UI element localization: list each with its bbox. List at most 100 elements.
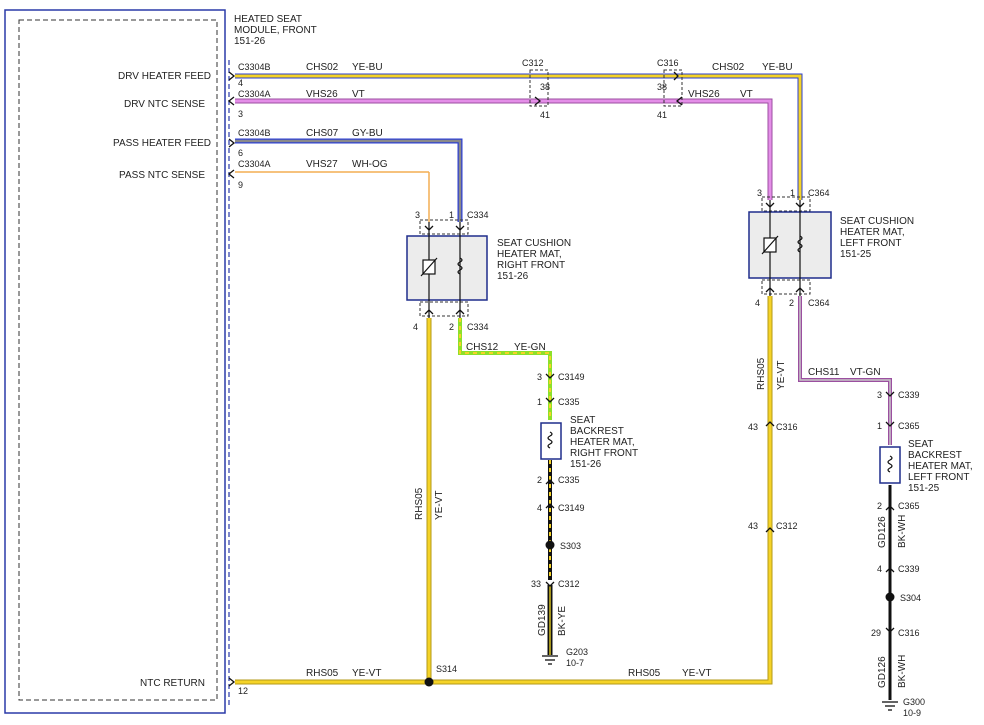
pin-arrow (227, 96, 235, 106)
component-label: SEAT (908, 439, 933, 450)
pin-label: 1 (537, 397, 542, 407)
wire-color: YE-VT (776, 361, 787, 390)
pin-label: 4 (537, 503, 542, 513)
ground-g300-icon (882, 701, 898, 711)
pin-6: 6 (238, 148, 243, 158)
conn-label: C312 (522, 58, 544, 68)
wire-circuit: CHS11 (808, 367, 840, 378)
component-label: 151-26 (497, 271, 529, 282)
wire-color: VT (352, 89, 365, 100)
conn-label: C312 (776, 521, 798, 531)
splice-label-s314: S314 (436, 664, 457, 674)
wire-color: YE-BU (352, 62, 383, 73)
wire-color: YE-BU (762, 62, 793, 73)
module-inner-dashed (18, 19, 218, 701)
component-label: RIGHT FRONT (497, 260, 565, 271)
wire-circuit: RHS05 (756, 357, 767, 390)
splice-s304-dot (885, 592, 895, 602)
wire-circuit: CHS02 (712, 62, 745, 73)
heater-element-icon (547, 431, 553, 449)
component-label: RIGHT FRONT (570, 448, 638, 459)
pin-label: 1 (877, 421, 882, 431)
pin-label: 38 (540, 82, 550, 92)
c312-inline (529, 69, 549, 107)
conn-label: C339 (898, 390, 920, 400)
cushion-left-connector-top (761, 196, 811, 212)
wire-circuit: CHS07 (306, 128, 339, 139)
pin-label: 29 (871, 628, 881, 638)
splice-label-s304: S304 (900, 593, 921, 603)
pin-label: 1 (449, 210, 454, 220)
component-label: SEAT CUSHION (497, 238, 571, 249)
component-label: HEATER MAT, (497, 249, 562, 260)
pin-label: 3 (537, 372, 542, 382)
wire-circuit: RHS05 (306, 668, 339, 679)
pin-label-drv-heater-feed: DRV HEATER FEED (118, 71, 211, 82)
conn-label: C365 (898, 501, 920, 511)
wire-circuit: GD126 (877, 656, 888, 688)
wire-drv-heater-feed (235, 73, 803, 200)
ground-page-g203: 10-7 (566, 658, 584, 668)
wire-circuit: RHS05 (628, 668, 661, 679)
wire-circuit: VHS27 (306, 159, 338, 170)
component-label: HEATER MAT, (908, 461, 973, 472)
component-label: 151-25 (840, 249, 872, 260)
wire-circuit: CHS12 (466, 342, 499, 353)
wire-color: BK-YE (557, 606, 568, 636)
pin-arrow (228, 138, 236, 148)
pin-12: 12 (238, 686, 248, 696)
component-label: HEATER MAT, (570, 437, 635, 448)
pin-label-pass-ntc-sense: PASS NTC SENSE (119, 170, 205, 181)
conn-c3304a-2: C3304A (238, 159, 271, 169)
component-label: BACKREST (570, 426, 624, 437)
component-label: LEFT FRONT (908, 472, 969, 483)
pin-label: 43 (748, 422, 758, 432)
wire-pass-backrest-feed (458, 318, 552, 420)
pin-arrow (228, 71, 236, 81)
wire-color: GY-BU (352, 128, 383, 139)
pin-label-drv-ntc-sense: DRV NTC SENSE (124, 99, 205, 110)
conn-label: C364 (808, 188, 830, 198)
wire-color: VT (740, 89, 753, 100)
component-label: 151-25 (908, 483, 940, 494)
module-page-ref: 151-26 (234, 36, 266, 47)
wire-color: VT-GN (850, 367, 881, 378)
wire-color: WH-OG (352, 159, 388, 170)
wire-circuit: GD126 (877, 516, 888, 548)
module-name-line2: MODULE, FRONT (234, 25, 317, 36)
conn-label: C312 (558, 579, 580, 589)
c312-arrow (534, 96, 542, 106)
pin-label: 3 (757, 188, 762, 198)
module-name-line1: HEATED SEAT (234, 14, 302, 25)
pin-label: 4 (877, 564, 882, 574)
pin-label: 4 (755, 298, 760, 308)
cushion-left-connector-bottom (761, 279, 811, 295)
cushion-left-body (748, 211, 832, 279)
component-label: 151-26 (570, 459, 602, 470)
component-label: HEATER MAT, (840, 227, 905, 238)
wire-circuit: VHS26 (306, 89, 338, 100)
wire-circuit: GD139 (537, 604, 548, 636)
conn-c3304a-1: C3304A (238, 89, 271, 99)
pin-label: 3 (877, 390, 882, 400)
wire-color: YE-VT (352, 668, 381, 679)
cushion-right-body (406, 235, 488, 301)
wire-color: YE-VT (682, 668, 711, 679)
splice-s303-dot (545, 540, 555, 550)
conn-label: C334 (467, 322, 489, 332)
c316-inline (663, 69, 683, 107)
conn-label: C316 (898, 628, 920, 638)
pin-label: 2 (789, 298, 794, 308)
pin-label: 38 (657, 82, 667, 92)
conn-c3304b-1: C3304B (238, 62, 271, 72)
conn-label: C316 (657, 58, 679, 68)
pin-label: 2 (449, 322, 454, 332)
cushion-right-connector-bottom (419, 301, 469, 317)
cushion-right-connector-top (419, 219, 469, 235)
pin-label: 41 (657, 110, 667, 120)
pin-arrow (227, 169, 235, 179)
pin-label-ntc-return: NTC RETURN (140, 678, 205, 689)
component-label: LEFT FRONT (840, 238, 901, 249)
ground-label-g300: G300 (903, 697, 925, 707)
